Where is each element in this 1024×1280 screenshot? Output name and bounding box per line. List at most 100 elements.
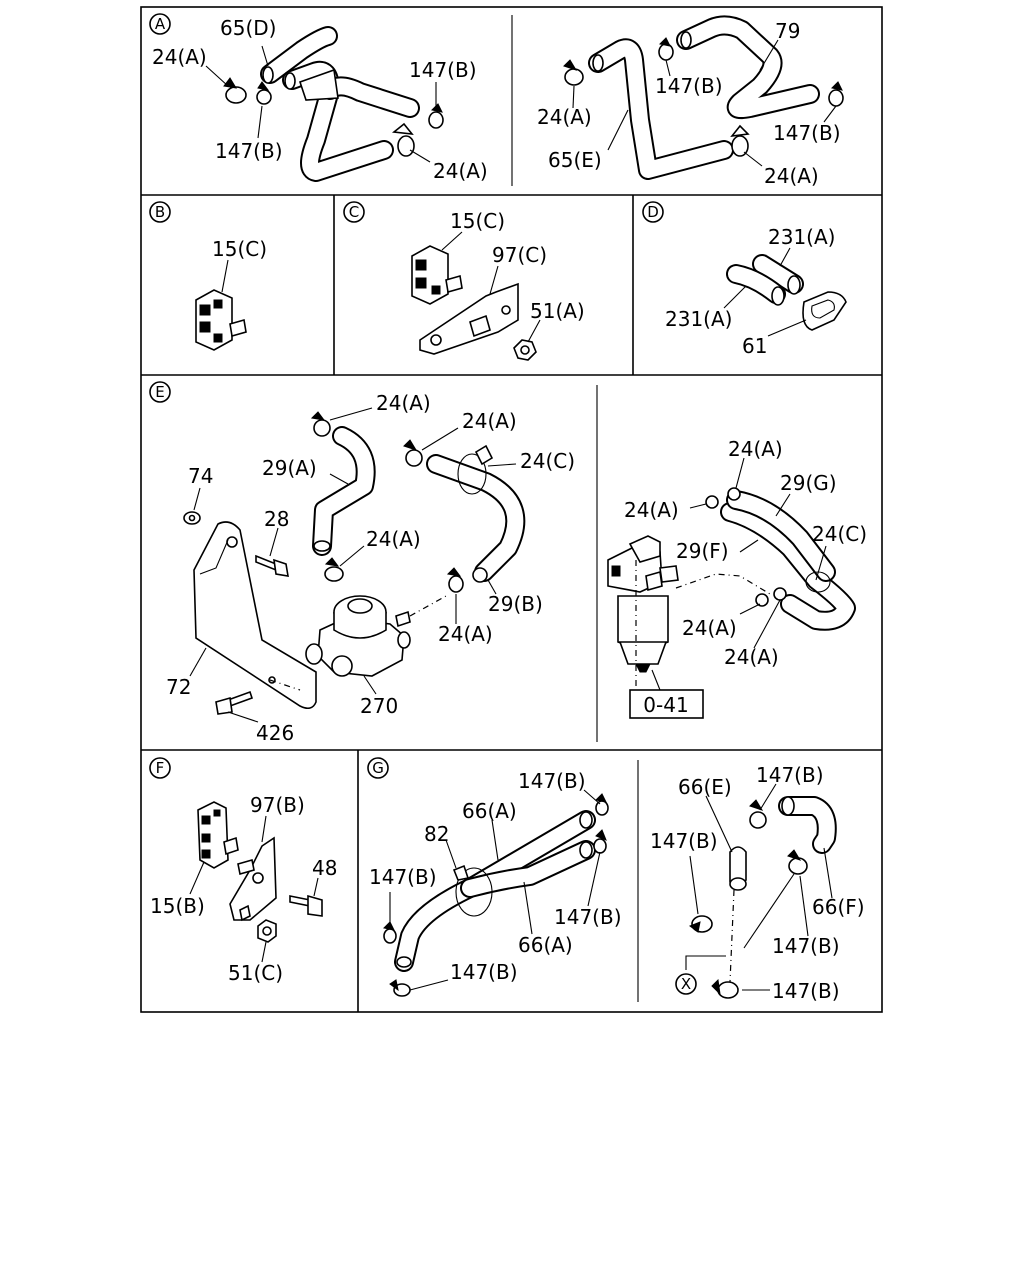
label: 24(A): [728, 437, 783, 461]
label: 61: [742, 334, 767, 358]
panel-d-tag: D: [642, 201, 664, 223]
washer-74: [183, 511, 201, 525]
label: 147(B): [518, 769, 586, 793]
clamp-group-right: [563, 37, 844, 157]
label: 29(A): [262, 456, 317, 480]
clip-82: [452, 864, 493, 917]
label: 147(B): [756, 763, 824, 787]
panel-e-labels-left: 24(A) 24(A) 29(A) 24(C) 74 28 24(A) 29(B…: [166, 391, 575, 745]
label: 426: [256, 721, 294, 745]
label: 24(A): [152, 45, 207, 69]
label: 147(B): [650, 829, 718, 853]
panel-f: F 97(B): [149, 757, 337, 985]
label: 24(A): [764, 164, 819, 188]
clamps-147-b-right: [688, 799, 808, 999]
label: 74: [188, 464, 213, 488]
label: 29(F): [676, 539, 729, 563]
panel-e-tag-text: E: [155, 383, 164, 401]
label: 147(B): [773, 121, 841, 145]
panel-d-tag-text: D: [647, 203, 659, 221]
label: 97(B): [250, 793, 305, 817]
nut-51-a: [513, 339, 537, 361]
label: 29(G): [780, 471, 837, 495]
label: 24(A): [724, 645, 779, 669]
label: 147(B): [772, 979, 840, 1003]
label: 147(B): [450, 960, 518, 984]
panel-d-labels: 231(A) 231(A) 61: [665, 225, 835, 358]
bolt-28: [255, 554, 289, 577]
hose-66-f: [778, 796, 837, 854]
label: 24(A): [438, 622, 493, 646]
hose-29-b: [426, 453, 526, 583]
label: 24(A): [462, 409, 517, 433]
leader: [743, 873, 795, 949]
label: 48: [312, 856, 337, 880]
label: 24(A): [682, 616, 737, 640]
label: 65(D): [220, 16, 276, 40]
panel-g-left-leaders: [389, 789, 601, 991]
bolt-426: [215, 690, 254, 715]
hose-231-a: [726, 254, 804, 306]
label: 66(F): [812, 895, 865, 919]
panel-g-tag-text: G: [372, 759, 384, 777]
label: 24(A): [537, 105, 592, 129]
panel-g-tag: G: [367, 757, 389, 779]
label: 15(C): [212, 237, 267, 261]
hose-79: [676, 15, 820, 120]
panel-g-left-labels: 147(B) 66(A) 82 147(B) 147(B) 66(A) 147(…: [369, 769, 622, 984]
label: 51(C): [228, 961, 283, 985]
panel-c-leaders: [441, 231, 541, 343]
nut-51-c: [257, 919, 277, 943]
diagram-frame: [140, 6, 883, 1013]
label: 15(B): [150, 894, 205, 918]
hose-29-a: [312, 426, 376, 556]
panel-b-tag: B: [149, 201, 171, 223]
regulator-270: [305, 595, 411, 677]
panel-a-labels: 65(D) 24(A) 147(B) 147(B) 24(A) 79 24(A)…: [152, 16, 841, 188]
label: 231(A): [768, 225, 835, 249]
panel-c-tag-text: C: [349, 203, 359, 221]
label: 270: [360, 694, 398, 718]
panel-a-leaders: [205, 39, 837, 167]
label: 147(B): [772, 934, 840, 958]
hoses-29-f-g: [675, 490, 856, 631]
clip-15-c: [411, 245, 463, 305]
hoses-66-a: [394, 810, 596, 972]
reference-box-0-41[interactable]: 0-41: [629, 689, 704, 719]
label: 147(B): [369, 865, 437, 889]
clamps-right: [705, 487, 831, 607]
clip-15-c: [195, 289, 247, 351]
panel-g: G: [367, 757, 865, 1003]
grommet-61: [802, 291, 847, 331]
panel-f-tag-text: F: [156, 759, 165, 777]
label: 147(B): [409, 58, 477, 82]
label: 82: [424, 822, 449, 846]
label: 231(A): [665, 307, 732, 331]
clamp-147-b: [256, 81, 444, 129]
reference-label: 0-41: [643, 693, 688, 717]
bracket-97-c: [419, 282, 519, 355]
panel-a-tag: A: [149, 13, 171, 35]
panel-b-tag-text: B: [155, 203, 165, 221]
clamps-24: [310, 411, 494, 593]
fuel-filter-assembly: [607, 535, 679, 673]
panel-e: E: [149, 381, 867, 745]
clip-15-b: [197, 801, 239, 869]
panel-b: B 15(C): [149, 201, 267, 351]
panel-f-leaders: [189, 815, 319, 963]
label: 51(A): [530, 299, 585, 323]
label: 29(B): [488, 592, 543, 616]
label: 97(C): [492, 243, 547, 267]
label: 79: [775, 19, 800, 43]
label: 24(A): [376, 391, 431, 415]
label: 147(B): [215, 139, 283, 163]
panel-a-tag-text: A: [155, 15, 166, 33]
label: 15(C): [450, 209, 505, 233]
panel-f-tag: F: [149, 757, 171, 779]
label: 66(A): [462, 799, 517, 823]
label: 24(A): [624, 498, 679, 522]
bracket-97-b: [229, 836, 277, 922]
centerline: [409, 595, 447, 617]
label: 24(A): [366, 527, 421, 551]
